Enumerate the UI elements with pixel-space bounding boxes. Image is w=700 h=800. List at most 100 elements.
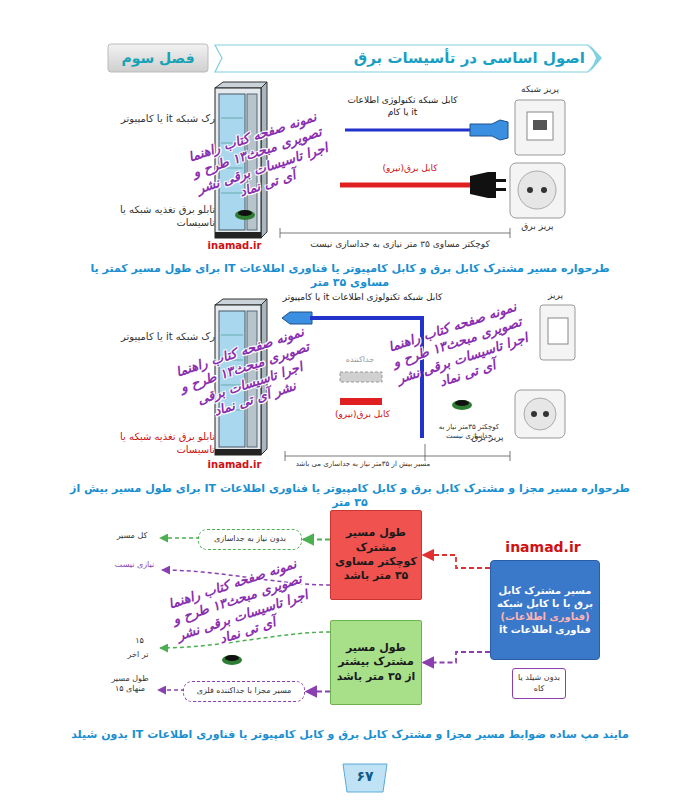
network-rack: [215, 232, 261, 238]
condition-box: طول مسیر مشترک کوچکتر مساوی ۳۵ متر باشد: [330, 510, 422, 600]
power-outlet: [531, 411, 537, 417]
network-cable: [345, 120, 508, 140]
result-box: مسیر مجزا با جداکننده فلزی: [183, 681, 305, 702]
power-outlet: [515, 390, 565, 438]
network-rack: [215, 82, 267, 88]
logo: [222, 655, 242, 665]
cable-label: کابل شبکه تکنولوژی اطلاعات it یا کامپیوت…: [275, 292, 450, 304]
power-outlet: [524, 398, 556, 430]
network-cable: [470, 120, 508, 140]
network-cable: [345, 129, 472, 132]
logo: [225, 655, 239, 661]
network-rack: [221, 335, 243, 336]
dimension-line: [280, 228, 510, 238]
branch-label: طول مسیر منهای ۱۵: [106, 674, 154, 695]
cable-label: کابل برق(نیرو): [320, 409, 405, 421]
website-label: inamad.ir: [207, 458, 262, 471]
page-number: ۶۷: [345, 767, 385, 785]
website-label: inamad.ir: [207, 239, 262, 252]
connector: [306, 691, 330, 693]
connector: [423, 652, 490, 663]
power-outlet: [541, 187, 547, 193]
network-rack: [215, 449, 261, 455]
outlet-label: پریز شبکه: [510, 84, 570, 96]
branch-label: تر اخر: [118, 650, 158, 660]
network-cable: [282, 312, 312, 324]
figure-caption: طرحواره مسیر مجزا و مشترک کابل برق و کاب…: [70, 482, 630, 511]
dimension-line: [280, 228, 281, 238]
header-bar: [108, 44, 602, 72]
network-outlet: [540, 305, 575, 360]
chapter-tab: فصل سوم: [108, 44, 208, 73]
network-outlet: [540, 305, 575, 360]
side-label: تابلو برق تغذیه شبکه یا تاسیسات: [110, 203, 215, 229]
power-cable: [340, 398, 382, 405]
logo: [455, 400, 469, 406]
box-text: بدون شیلد یا کاه: [517, 673, 561, 694]
power-outlet: [543, 411, 549, 417]
box-text: فناوری اطلاعات it: [499, 623, 591, 636]
dimension-line: [280, 233, 510, 234]
branch-label: نیازی نیست: [112, 560, 157, 570]
dimension-label: کوچکتر ۳۵متر نیاز به جداسازی نیست: [430, 423, 508, 441]
side-label: رک شبکه it یا کامپیوتر: [120, 112, 215, 125]
connector: [303, 539, 330, 541]
outlet-label: پریز: [538, 290, 573, 302]
branch-label: ۱۵: [122, 636, 157, 646]
power-cable: [340, 398, 382, 405]
page-badge: [343, 764, 387, 792]
logo: [235, 210, 255, 220]
figure-caption: طرحواره مسیر مشترک کابل برق و کابل کامپی…: [70, 262, 630, 291]
mindmap-leaders: [160, 537, 200, 539]
power-outlet: [510, 163, 565, 218]
dimension-line: [285, 444, 510, 461]
note-box: بدون شیلد یا کاه: [512, 668, 566, 699]
logo: [452, 400, 472, 410]
cable-label: کابل شبکه تکنولوژی اطلاعات it یا کام: [345, 95, 460, 118]
figure-caption: مایند مپ ساده ضوابط مسیر مجزا و مشترک کا…: [70, 728, 630, 742]
power-outlet: [518, 171, 556, 209]
network-outlet: [548, 318, 568, 344]
separator-label: جداکننده: [330, 355, 390, 365]
separator: [340, 372, 382, 382]
power-cable: [340, 183, 472, 188]
network-outlet: [515, 100, 565, 155]
dimension-line: [285, 456, 510, 457]
logo: [235, 210, 255, 220]
page-badge: [343, 764, 387, 792]
logo: [452, 400, 472, 410]
power-cable: [340, 172, 506, 198]
side-label: رک شبکه it یا کامپیوتر: [120, 330, 215, 343]
network-outlet: [533, 120, 547, 130]
branch-label: کل مسیر: [108, 531, 156, 541]
dimension-label: مسیر بیش از ۳۵متر نیاز به جداسازی می باش…: [288, 460, 438, 469]
mindmap-leaders: [158, 689, 185, 691]
cable-label: کابل برق(نیرو): [360, 163, 460, 175]
outlet-label: پریز برق: [505, 221, 570, 233]
network-outlet: [527, 112, 553, 140]
network-outlet: [515, 100, 565, 155]
logo: [238, 210, 252, 216]
dimension-line: [425, 444, 426, 461]
connector: [423, 555, 490, 568]
watermark: نمونه صفحه کتاب راهنما تصویری مبحث۱۳ طرح…: [379, 296, 542, 404]
box-text: طول مسیر مشترک بیشتر از ۳۵ متر باشد: [335, 641, 417, 684]
logo: [222, 655, 242, 665]
header-bar: [108, 44, 208, 72]
side-label: تابلو برق تغذیه شبکه یا تاسیسات: [110, 430, 215, 456]
power-outlet: [527, 187, 533, 193]
dimension-label: کوچکتر مساوی ۳۵ متر نیازی به جداسازی نیس…: [290, 239, 510, 251]
network-rack: [215, 299, 267, 305]
dimension-line: [285, 451, 286, 461]
root-box: مسیر مشترک کابل برق با با کابل شبکه(فناو…: [490, 560, 600, 660]
header-bar: [590, 45, 602, 72]
power-cable: [496, 179, 506, 182]
power-cable: [470, 172, 496, 198]
box-text: مسیر مجزا با جداکننده فلزی: [197, 686, 292, 696]
box-text: بدون نیاز به جداسازی: [214, 534, 286, 544]
dimension-line: [510, 451, 511, 461]
box-text: (فناوری اطلاعات): [500, 610, 589, 623]
box-text: طول مسیر مشترک کوچکتر مساوی ۳۵ متر باشد: [335, 526, 417, 583]
mindmap-leaders: [158, 538, 330, 690]
result-box: بدون نیاز به جداسازی: [198, 529, 302, 550]
